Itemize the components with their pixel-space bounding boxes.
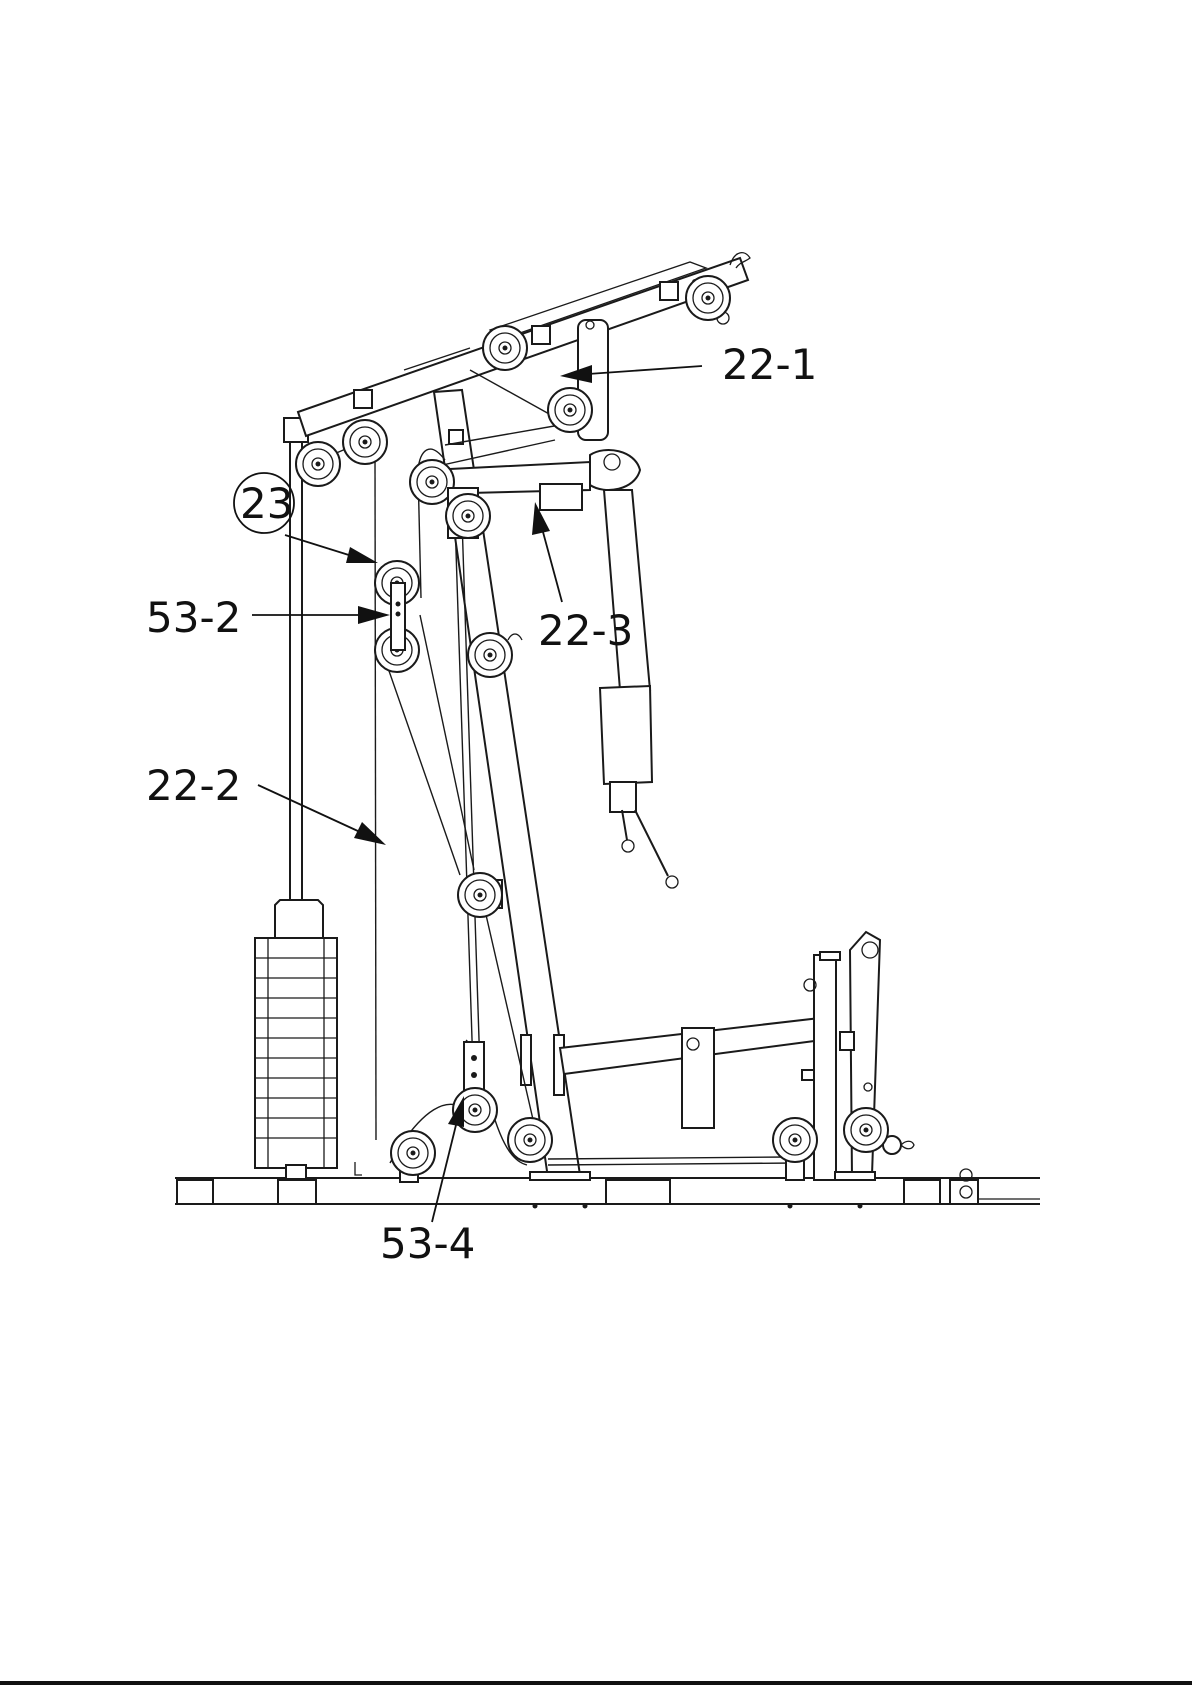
- callout-53-4-label: 53-4: [380, 1219, 475, 1268]
- pulley-upright-carriage: [446, 488, 490, 538]
- callout-22-2: 22-2: [146, 761, 386, 845]
- pulley-floor-center: [508, 1118, 552, 1162]
- pulley-53-2-plate: [391, 583, 405, 650]
- page-bottom-rule: [0, 1681, 1192, 1685]
- callout-23: 23: [234, 473, 378, 563]
- pulley-boom-end: [686, 276, 730, 320]
- pulley-boom-mid: [483, 326, 527, 370]
- pulley-top-left-2: [343, 420, 387, 464]
- pulley-arm-upper: [548, 388, 592, 432]
- callout-53-2: 53-2: [146, 593, 390, 642]
- callout-23-label: 23: [240, 479, 293, 528]
- callout-22-3-label: 22-3: [538, 606, 633, 655]
- callout-53-2-label: 53-2: [146, 593, 241, 642]
- pulley-floor-left: [391, 1131, 435, 1182]
- callout-22-1-label: 22-1: [722, 340, 817, 389]
- pulley-top-left-1: [296, 442, 340, 486]
- pulley-floor-right: [773, 1118, 817, 1180]
- pulley-upright-mid: [468, 633, 512, 677]
- pulley-leg: [844, 1108, 888, 1152]
- callout-22-2-label: 22-2: [146, 761, 241, 810]
- callout-53-4: 53-4: [380, 1096, 475, 1268]
- pulley-floating: [458, 873, 502, 917]
